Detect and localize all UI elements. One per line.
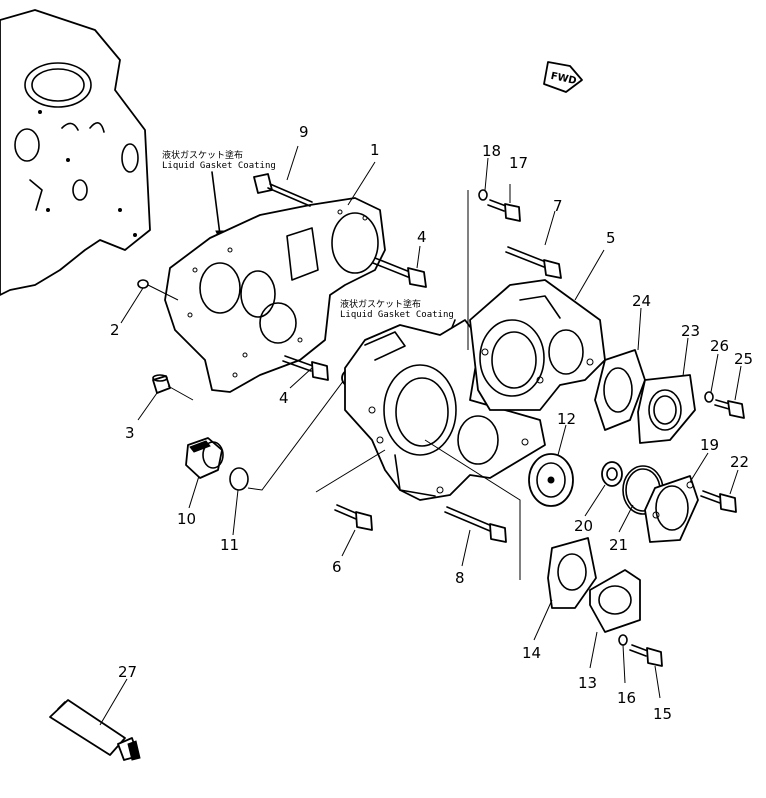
callout-4-upper: 4	[417, 228, 427, 246]
part-4-bolt-lower	[282, 355, 329, 381]
note-1-en: Liquid Gasket Coating	[162, 161, 276, 171]
part-1-gasket-plate	[164, 197, 386, 393]
part-27-gasket-tube	[49, 699, 141, 761]
callout-26: 26	[710, 337, 729, 355]
part-26-washer	[704, 391, 714, 403]
callout-5: 5	[606, 229, 616, 247]
callout-13: 13	[578, 674, 597, 692]
part-6-bolt	[315, 449, 386, 531]
part-20-seal	[601, 461, 623, 487]
part-5-rear-housing	[469, 279, 606, 411]
part-8-bolt	[444, 506, 507, 543]
part-16-washer	[618, 634, 628, 646]
callout-20: 20	[574, 517, 593, 535]
callout-numbers: 1 2 3 4 4 5 6 7 8 9 10 11 12 13 14 15 16…	[110, 123, 753, 723]
part-11-o-ring	[229, 371, 351, 491]
callout-22: 22	[730, 453, 749, 471]
part-18-washer	[478, 189, 488, 201]
fwd-arrow-icon: FWD	[543, 61, 583, 93]
part-14-gasket	[424, 439, 597, 609]
callout-18: 18	[482, 142, 501, 160]
part-15-bolt	[629, 644, 663, 667]
part-10-plug	[185, 437, 224, 479]
callout-4-lower: 4	[279, 389, 289, 407]
engine-block	[0, 9, 151, 296]
part-13-cover-plate	[589, 569, 641, 633]
callout-17: 17	[509, 154, 528, 172]
part-4-bolt-upper	[372, 257, 427, 288]
callout-19: 19	[700, 436, 719, 454]
callout-23: 23	[681, 322, 700, 340]
callout-6: 6	[332, 558, 342, 576]
callout-24: 24	[632, 292, 651, 310]
callout-7: 7	[553, 197, 563, 215]
note-1-jp: 液状ガスケット塗布	[162, 149, 243, 161]
callout-8: 8	[455, 569, 465, 587]
part-3-dowel	[152, 374, 194, 401]
part-22-bolt	[700, 490, 737, 513]
part-19-cap	[644, 475, 699, 543]
leader-lines	[99, 145, 742, 726]
part-25-bolt	[714, 399, 745, 419]
fwd-label: FWD	[550, 71, 578, 87]
callout-1: 1	[370, 141, 380, 159]
note-2-en: Liquid Gasket Coating	[340, 310, 454, 320]
callout-11: 11	[220, 536, 239, 554]
part-23-cover	[637, 374, 696, 444]
callout-27: 27	[118, 663, 137, 681]
part-9-bolt	[253, 173, 313, 207]
callout-10: 10	[177, 510, 196, 528]
callout-2: 2	[110, 321, 120, 339]
callout-16: 16	[617, 689, 636, 707]
part-17-bolt	[487, 199, 521, 222]
note-2-jp: 液状ガスケット塗布	[340, 298, 421, 310]
callout-3: 3	[125, 424, 135, 442]
callout-9: 9	[299, 123, 309, 141]
part-6-front-cover-housing	[344, 319, 546, 501]
callout-15: 15	[653, 705, 672, 723]
callout-12: 12	[557, 410, 576, 428]
part-7-bolt	[505, 246, 562, 279]
callout-25: 25	[734, 350, 753, 368]
part-24-gasket	[594, 349, 646, 431]
part-12-bearing	[528, 453, 574, 507]
callout-14: 14	[522, 644, 541, 662]
callout-21: 21	[609, 536, 628, 554]
